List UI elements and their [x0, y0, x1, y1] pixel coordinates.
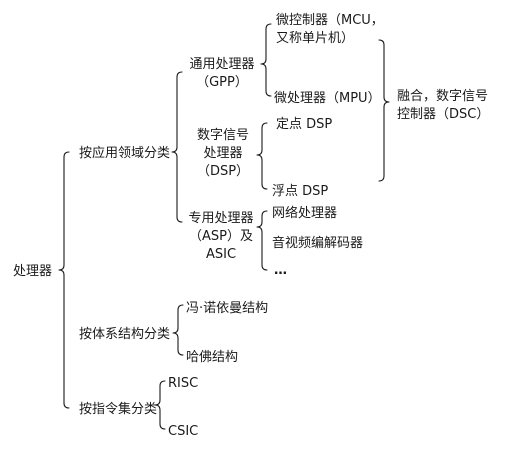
mpu-node: 微处理器（MPU） [274, 91, 381, 106]
root-brace [58, 151, 70, 409]
fusion-dsc-node: 融合，数字信号 控制器（DSC） [397, 88, 489, 124]
gpp-node: 通用处理器 （GPP） [186, 56, 258, 92]
asp-brace [256, 210, 268, 271]
mcu-label-line2: 又称单片机） [276, 31, 355, 46]
dsp-brace [256, 122, 268, 190]
category-by-application: 按应用领域分类 [79, 146, 171, 161]
von-neumann-node: 冯·诺依曼结构 [186, 301, 269, 316]
fusion-brace [378, 39, 390, 182]
dsp-label-line1: 数字信号 [196, 128, 249, 143]
risc-node: RISC [168, 376, 199, 391]
category-by-instruction-set: 按指令集分类 [79, 402, 158, 417]
gpp-abbrev: （GPP） [196, 75, 248, 90]
asp-label-line1: 专用处理器 [188, 211, 254, 226]
harvard-node: 哈佛结构 [186, 350, 239, 365]
mcu-label-line1: 微控制器（MCU， [276, 13, 384, 28]
root-node-processor: 处理器 [13, 264, 53, 279]
gpp-brace [260, 23, 272, 97]
fusion-label-line1: 融合，数字信号 [397, 89, 489, 104]
floating-point-dsp-node: 浮点 DSP [272, 184, 329, 199]
asp-label-line3: ASIC [205, 247, 237, 262]
dsp-node: 数字信号 处理器 （DSP） [190, 127, 256, 181]
asp-label-line2: （ASP）及 [189, 229, 253, 244]
architecture-brace [172, 304, 184, 356]
mcu-node: 微控制器（MCU， 又称单片机） [276, 12, 384, 48]
csic-node: CSIC [168, 424, 199, 439]
fixed-point-dsp-node: 定点 DSP [276, 117, 333, 132]
dsp-label-line2: 处理器 [203, 146, 243, 161]
gpp-label: 通用处理器 [189, 57, 255, 72]
asp-node: 专用处理器 （ASP）及 ASIC [184, 210, 258, 264]
av-codec-node: 音视频编解码器 [272, 236, 364, 251]
network-processor-node: 网络处理器 [272, 206, 338, 221]
instruction-set-brace [154, 380, 166, 430]
category-by-architecture: 按体系结构分类 [79, 327, 171, 342]
application-brace [171, 71, 183, 223]
more-items-ellipsis: … [274, 263, 287, 278]
fusion-label-line2: 控制器（DSC） [397, 107, 490, 122]
dsp-abbrev: （DSP） [196, 164, 250, 179]
